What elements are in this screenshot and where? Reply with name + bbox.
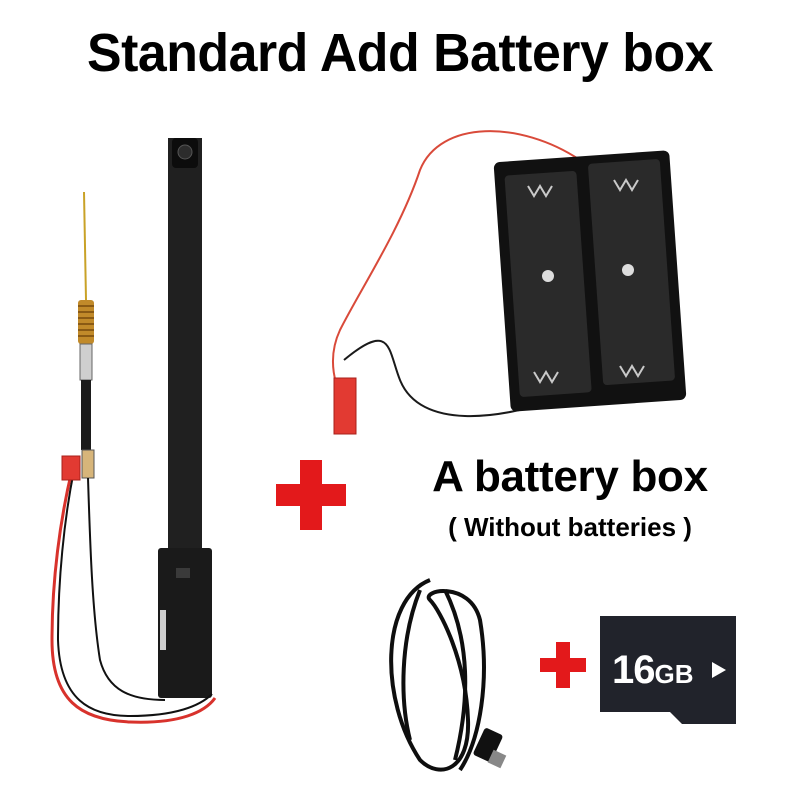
- battery-note: ( Without batteries ): [448, 512, 692, 542]
- black-wire: [87, 477, 166, 701]
- camera-main-board: [158, 548, 212, 698]
- plus-icon: [540, 642, 586, 688]
- battery-holder: [493, 150, 687, 412]
- board-contacts: [160, 610, 166, 650]
- board-chip: [176, 568, 190, 578]
- battery-black-lead: [343, 339, 561, 418]
- battery-connector: [333, 377, 357, 435]
- antenna-wire: [83, 191, 87, 301]
- microsd-card: [600, 616, 736, 724]
- page-title: Standard Add Battery box: [86, 23, 714, 83]
- antenna-connector: [79, 343, 93, 381]
- camera-flex-board: [168, 138, 202, 558]
- red-wire: [50, 469, 217, 724]
- battery-caption: A battery box: [432, 452, 708, 501]
- power-connector: [61, 455, 81, 481]
- antenna-plug: [81, 449, 95, 479]
- microsd-arrow-icon: [712, 662, 726, 678]
- plus-icon: [276, 460, 346, 530]
- usb-cable: [389, 578, 486, 772]
- antenna-spring: [78, 300, 94, 344]
- usb-plug-icon: [473, 728, 507, 769]
- antenna-cable: [81, 380, 91, 450]
- microsd-label: 16GB: [612, 648, 694, 693]
- microsd-unit: GB: [654, 659, 694, 689]
- camera-lens: [177, 144, 193, 160]
- microsd-size: 16: [612, 648, 655, 692]
- red-wire-pair: [56, 469, 213, 718]
- battery-red-lead: [332, 130, 581, 399]
